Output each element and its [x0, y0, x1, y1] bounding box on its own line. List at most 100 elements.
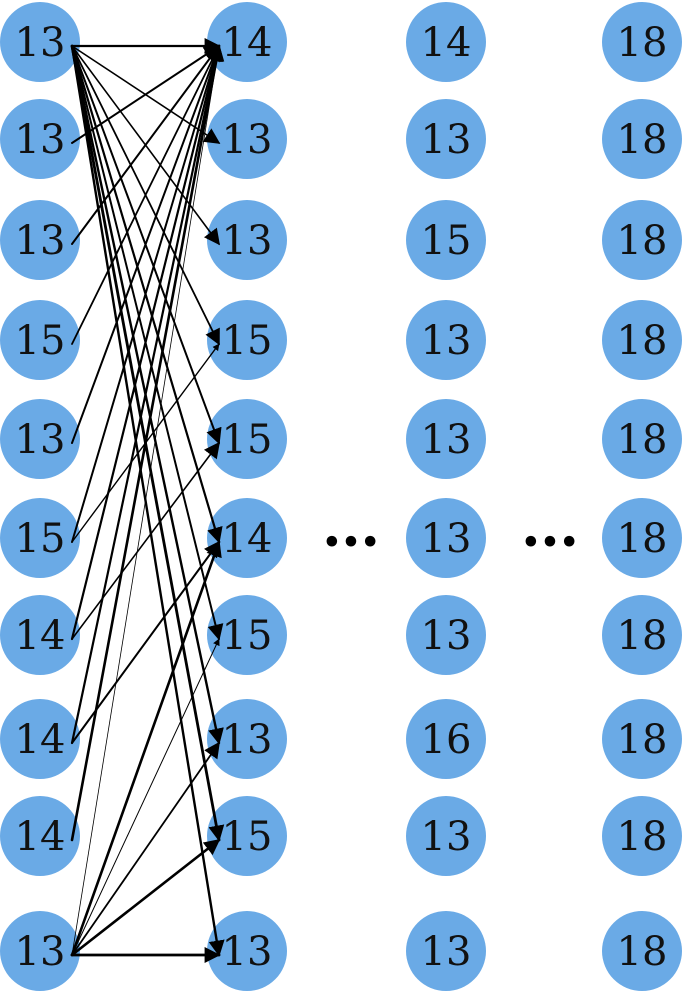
edges-layer: [70, 38, 225, 963]
node-label: 13: [15, 417, 66, 463]
node-label: 18: [617, 417, 668, 463]
node-label: 14: [15, 814, 66, 860]
node-label: 13: [15, 20, 66, 66]
node-circle: [0, 498, 80, 578]
node-circle: [207, 796, 287, 876]
node-label: 13: [421, 814, 472, 860]
node-circle: [0, 399, 80, 479]
node-circle: [602, 99, 682, 179]
node-circle: [207, 498, 287, 578]
edge-arrow: [71, 44, 223, 543]
node-circle: [207, 911, 287, 991]
node-circle: [602, 911, 682, 991]
node-circle: [207, 2, 287, 82]
edge-arrow: [71, 44, 220, 345]
node-label: 13: [421, 417, 472, 463]
node-label: 15: [222, 318, 273, 364]
ellipsis-layer: ••• •••: [322, 526, 579, 561]
node-label: 14: [222, 516, 273, 562]
node-circle: [602, 699, 682, 779]
node-circle: [602, 200, 682, 280]
node-label: 18: [617, 20, 668, 66]
node-circle: [602, 2, 682, 82]
node-circle: [406, 498, 486, 578]
node-label: 14: [15, 717, 66, 763]
edge-arrow: [70, 44, 224, 641]
node-label: 13: [222, 218, 273, 264]
node-circle: [406, 399, 486, 479]
ellipsis-column-3-4: •••: [521, 526, 579, 561]
node-circle: [0, 2, 80, 82]
node-circle: [406, 911, 486, 991]
node-circle: [0, 595, 80, 675]
node-circle: [406, 200, 486, 280]
node-circle: [0, 99, 80, 179]
node-label: 14: [222, 20, 273, 66]
node-label: 14: [15, 613, 66, 659]
node-circle: [207, 99, 287, 179]
node-label: 18: [617, 613, 668, 659]
node-label: 13: [421, 929, 472, 975]
node-circle: [602, 498, 682, 578]
edge-arrow: [71, 45, 222, 956]
node-circle: [0, 796, 80, 876]
node-label: 18: [617, 117, 668, 163]
node-circle: [406, 595, 486, 675]
node-label: 15: [15, 318, 66, 364]
node-label: 15: [421, 218, 472, 264]
node-label: 15: [222, 814, 273, 860]
node-label: 14: [421, 20, 472, 66]
node-circle: [602, 300, 682, 380]
column-1: 13 13 13 15 13 15 14 14 14 13: [0, 2, 80, 991]
edge-arrow: [70, 838, 221, 957]
node-label: 18: [617, 814, 668, 860]
node-label: 18: [617, 717, 668, 763]
node-label: 13: [222, 717, 273, 763]
ellipsis-column-2-3: •••: [322, 526, 380, 561]
node-label: 13: [222, 929, 273, 975]
edge-arrow: [71, 45, 221, 144]
node-label: 18: [617, 516, 668, 562]
node-label: 18: [617, 318, 668, 364]
node-label: 15: [15, 516, 66, 562]
node-circle: [0, 911, 80, 991]
node-circle: [207, 300, 287, 380]
node-circle: [207, 595, 287, 675]
node-label: 13: [421, 516, 472, 562]
node-circle: [207, 200, 287, 280]
node-circle: [207, 699, 287, 779]
edge-arrow: [71, 638, 220, 956]
node-label: 13: [222, 117, 273, 163]
column-2: 14 13 13 15 15 14 15 13 15 13: [207, 2, 287, 991]
node-circle: [0, 300, 80, 380]
edge-arrow: [70, 540, 222, 957]
edge-arrow: [71, 441, 220, 640]
node-label: 13: [421, 613, 472, 659]
column-3: 14 13 15 13 13 13 13 16 13 13: [406, 2, 486, 991]
node-circle: [406, 300, 486, 380]
node-circle: [602, 399, 682, 479]
node-label: 18: [617, 218, 668, 264]
node-label: 13: [421, 318, 472, 364]
node-label: 13: [15, 929, 66, 975]
node-circle: [207, 399, 287, 479]
edge-arrow: [71, 44, 220, 245]
node-circle: [0, 699, 80, 779]
node-label: 13: [15, 218, 66, 264]
node-circle: [406, 699, 486, 779]
node-circle: [406, 796, 486, 876]
edge-arrow: [70, 44, 225, 842]
node-circle: [602, 796, 682, 876]
node-label: 15: [222, 417, 273, 463]
node-circle: [406, 99, 486, 179]
edge-arrow: [71, 44, 222, 444]
node-circle: [406, 2, 486, 82]
node-label: 13: [421, 117, 472, 163]
node-label: 16: [421, 717, 472, 763]
node-label: 15: [222, 613, 273, 659]
node-label: 13: [15, 117, 66, 163]
node-circle: [0, 200, 80, 280]
